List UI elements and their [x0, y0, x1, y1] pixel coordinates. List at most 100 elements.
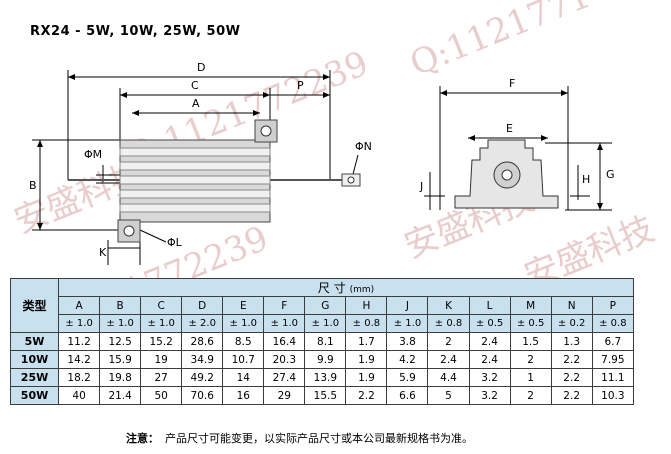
table-cell: 15.2 — [140, 332, 183, 351]
table-cell: 70.6 — [181, 386, 224, 405]
table-cell: 3.2 — [468, 386, 511, 405]
row-type-label: 10W — [9, 350, 60, 369]
table-cell: 1.5 — [509, 332, 552, 351]
table-cell: 19.8 — [99, 368, 142, 387]
dim-label-j: J — [419, 180, 423, 193]
column-header: G — [304, 296, 347, 315]
table-cell: 50 — [140, 386, 183, 405]
table-cell: 13.9 — [304, 368, 347, 387]
table-cell: 6.7 — [591, 332, 635, 351]
tolerance-cell: ± 0.2 — [550, 314, 593, 333]
table-cell: 12.5 — [99, 332, 142, 351]
column-header: N — [550, 296, 593, 315]
table-cell: 20.3 — [263, 350, 306, 369]
table-cell: 3.2 — [468, 368, 511, 387]
table-cell: 2.4 — [468, 332, 511, 351]
dim-label-k: K — [99, 246, 107, 259]
tolerance-cell: ± 0.5 — [468, 314, 511, 333]
table-cell: 2.2 — [550, 386, 593, 405]
table-cell: 1 — [509, 368, 552, 387]
tolerance-cell: ± 0.8 — [345, 314, 388, 333]
dim-label-g: G — [606, 168, 615, 181]
column-header: D — [181, 296, 224, 315]
table-cell: 9.9 — [304, 350, 347, 369]
table-cell: 6.6 — [386, 386, 429, 405]
tolerance-row: ± 1.0± 1.0± 1.0± 2.0± 1.0± 1.0± 1.0± 0.8… — [11, 314, 635, 333]
dim-label-h: H — [582, 173, 590, 186]
table-cell: 29 — [263, 386, 306, 405]
dim-label-e: E — [506, 122, 513, 135]
column-header: E — [222, 296, 265, 315]
size-header-unit: (mm) — [349, 285, 375, 295]
tolerance-cell: ± 1.0 — [99, 314, 142, 333]
dim-label-l: ΦL — [167, 236, 183, 249]
table-cell: 15.9 — [99, 350, 142, 369]
dim-label-c: C — [191, 79, 199, 92]
tolerance-cell: ± 1.0 — [58, 314, 101, 333]
tolerance-cell: ± 2.0 — [181, 314, 224, 333]
table-cell: 1.9 — [345, 368, 388, 387]
column-header: J — [386, 296, 429, 315]
table-cell: 2 — [509, 386, 552, 405]
tolerance-cell: ± 0.8 — [591, 314, 635, 333]
note-text: 产品尺寸可能变更，以实际产品尺寸或本公司最新规格书为准。 — [165, 432, 473, 445]
table-cell: 2 — [427, 332, 470, 351]
table-cell: 3.8 — [386, 332, 429, 351]
dim-label-b: B — [29, 179, 37, 192]
table-cell: 16 — [222, 386, 265, 405]
table-cell: 2.2 — [550, 368, 593, 387]
tolerance-cell: ± 1.0 — [140, 314, 183, 333]
dim-label-d: D — [197, 61, 205, 74]
table-cell: 27 — [140, 368, 183, 387]
table-cell: 5 — [427, 386, 470, 405]
column-header: P — [591, 296, 635, 315]
dim-label-p: P — [297, 79, 304, 92]
table-cell: 27.4 — [263, 368, 306, 387]
tolerance-cell: ± 0.5 — [509, 314, 552, 333]
table-cell: 4.2 — [386, 350, 429, 369]
table-cell: 2.4 — [427, 350, 470, 369]
tolerance-cell: ± 1.0 — [386, 314, 429, 333]
table-cell: 4.4 — [427, 368, 470, 387]
column-header: K — [427, 296, 470, 315]
table-cell: 1.7 — [345, 332, 388, 351]
table-cell: 34.9 — [181, 350, 224, 369]
type-header: 类型 — [9, 278, 60, 333]
column-header: M — [509, 296, 552, 315]
table-cell: 8.1 — [304, 332, 347, 351]
resistor-diagram: D C A P B ΦM ΦN ΦL K F E G H J — [29, 61, 615, 265]
table-cell: 10.7 — [222, 350, 265, 369]
note: 注意：产品尺寸可能变更，以实际产品尺寸或本公司最新规格书为准。 — [126, 430, 473, 446]
table-cell: 2.2 — [550, 350, 593, 369]
column-header: C — [140, 296, 183, 315]
table-cell: 2.2 — [345, 386, 388, 405]
table-cell: 19 — [140, 350, 183, 369]
table-cell: 14 — [222, 368, 265, 387]
tolerance-cell: ± 1.0 — [304, 314, 347, 333]
dim-label-m: ΦM — [84, 148, 102, 161]
table-cell: 11.2 — [58, 332, 101, 351]
table-cell: 40 — [58, 386, 101, 405]
dim-label-n: ΦN — [355, 140, 372, 153]
page-title: RX24 - 5W, 10W, 25W, 50W — [30, 24, 241, 39]
size-header: 尺 寸 (mm) — [58, 278, 634, 297]
column-header: H — [345, 296, 388, 315]
column-header: B — [99, 296, 142, 315]
table-cell: 18.2 — [58, 368, 101, 387]
table-cell: 14.2 — [58, 350, 101, 369]
table-cell: 28.6 — [181, 332, 224, 351]
table-cell: 8.5 — [222, 332, 265, 351]
table-header-row: 类型 尺 寸 (mm) — [9, 278, 634, 333]
table-cell: 10.3 — [591, 386, 635, 405]
table-cell: 5.9 — [386, 368, 429, 387]
row-type-label: 5W — [9, 332, 60, 351]
column-header: L — [468, 296, 511, 315]
table-cell: 2.4 — [468, 350, 511, 369]
table-cell: 16.4 — [263, 332, 306, 351]
table-cell: 21.4 — [99, 386, 142, 405]
